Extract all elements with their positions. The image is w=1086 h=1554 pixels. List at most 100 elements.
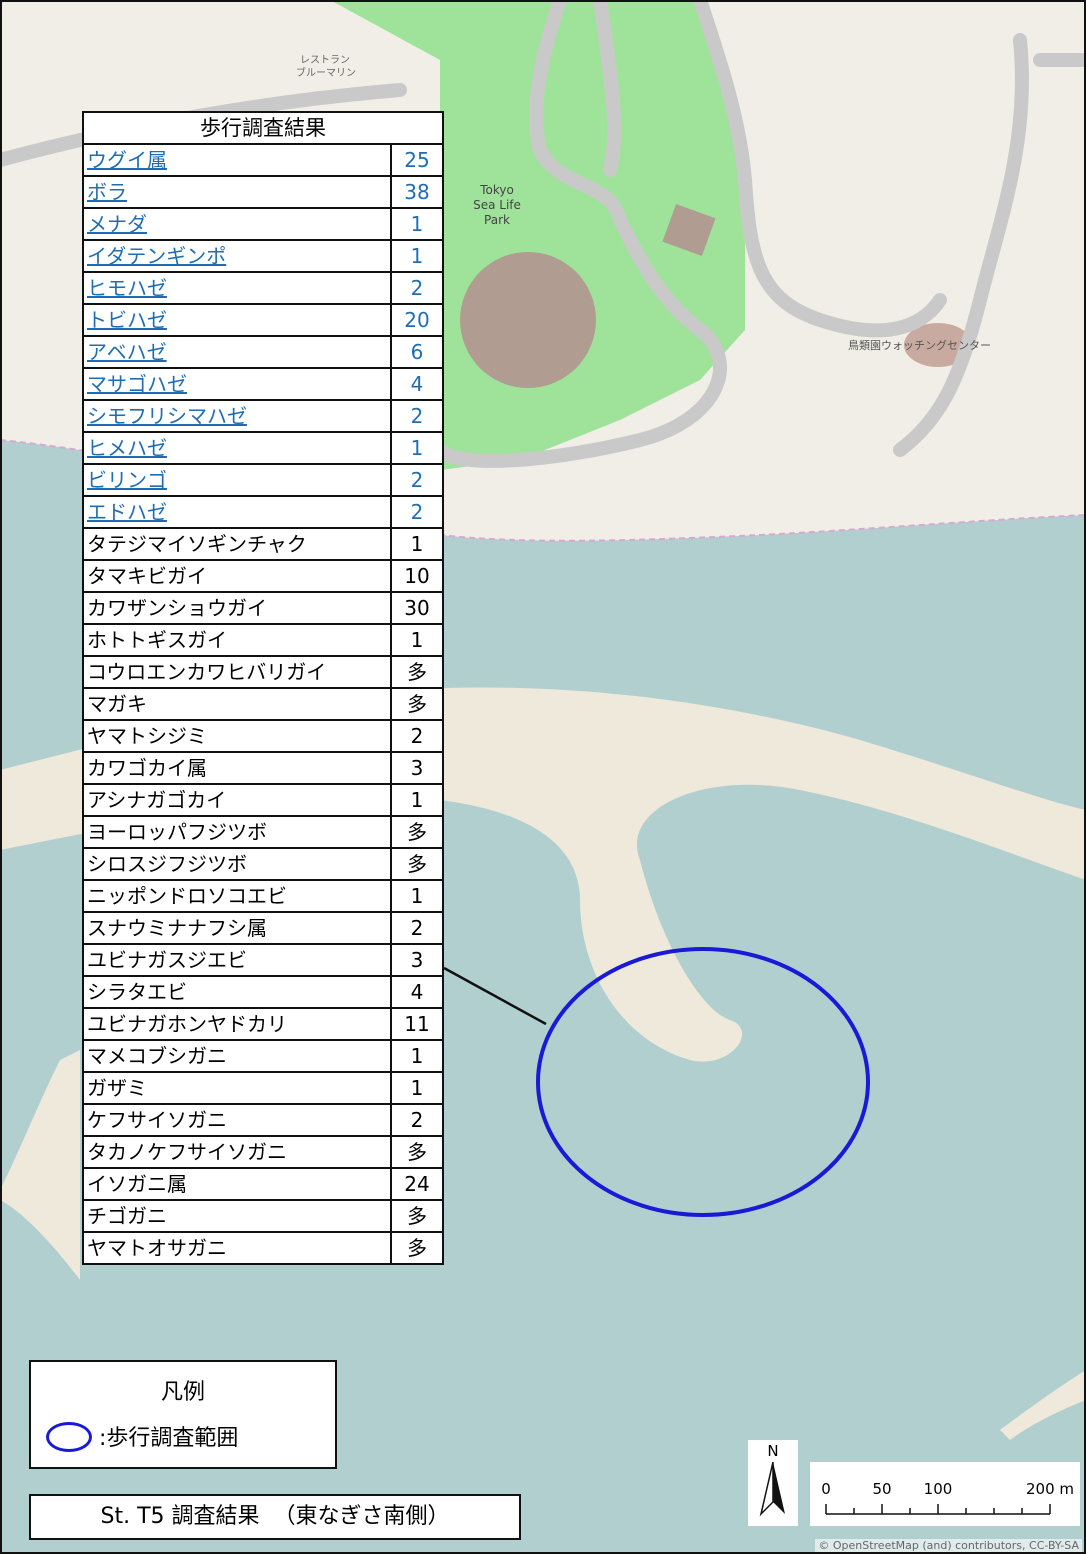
north-label: N (767, 1442, 778, 1460)
species-name: ホトトギスガイ (82, 623, 392, 657)
legend-item-label: :歩行調査範囲 (99, 1426, 239, 1451)
species-count: 24 (390, 1167, 444, 1201)
species-name: ヒメハゼ (82, 431, 392, 465)
north-arrow-left (759, 1461, 774, 1517)
species-count: 6 (390, 335, 444, 369)
species-name: ニッポンドロソコエビ (82, 879, 392, 913)
table-row: ヤマトオサガニ多 (82, 1231, 444, 1265)
table-row: タカノケフサイソガニ多 (82, 1135, 444, 1169)
species-count: 1 (390, 1039, 444, 1073)
species-count: 1 (390, 879, 444, 913)
species-count: 1 (390, 239, 444, 273)
species-count: 2 (390, 495, 444, 529)
species-count: 2 (390, 1103, 444, 1137)
map-attribution: © OpenStreetMap (and) contributors, CC-B… (815, 1539, 1082, 1552)
species-name: タカノケフサイソガニ (82, 1135, 392, 1169)
species-count: 4 (390, 367, 444, 401)
table-row: ヨーロッパフジツボ多 (82, 815, 444, 849)
park-building (460, 252, 596, 388)
species-name: シモフリシマハゼ (82, 399, 392, 433)
species-count: 4 (390, 975, 444, 1009)
species-name: ユビナガスジエビ (82, 943, 392, 977)
scale-tick-200: 200 m (1026, 1480, 1074, 1498)
species-count: 多 (390, 687, 444, 721)
park-building-small (662, 204, 716, 256)
restaurant-label-line2: ブルーマリン (296, 66, 356, 79)
species-name: ユビナガホンヤドカリ (82, 1007, 392, 1041)
species-name: シロスジフジツボ (82, 847, 392, 881)
species-count: 1 (390, 207, 444, 241)
sand-flat-east (1000, 1370, 1086, 1440)
bird-center-building (904, 323, 972, 367)
bird-center-label: 鳥類園ウォッチングセンター (848, 338, 991, 352)
species-name: タマキビガイ (82, 559, 392, 593)
park-area (330, 0, 745, 470)
table-row: マガキ多 (82, 687, 444, 721)
species-count: 多 (390, 847, 444, 881)
park-label-line3: Park (484, 213, 510, 227)
species-name: チゴガニ (82, 1199, 392, 1233)
species-count: 多 (390, 1231, 444, 1265)
survey-area-ellipse (536, 947, 870, 1217)
species-name: シラタエビ (82, 975, 392, 1009)
species-name: エドハゼ (82, 495, 392, 529)
species-name: スナウミナナフシ属 (82, 911, 392, 945)
species-count: 1 (390, 783, 444, 817)
species-name: ウグイ属 (82, 143, 392, 177)
table-row: チゴガニ多 (82, 1199, 444, 1233)
species-count: 2 (390, 911, 444, 945)
legend: 凡例 :歩行調査範囲 (29, 1360, 337, 1469)
north-arrow: N (748, 1440, 798, 1526)
map-caption: St. T5 調査結果 （東なぎさ南側） (29, 1494, 521, 1540)
species-count: 2 (390, 719, 444, 753)
scale-line (825, 1504, 1051, 1515)
scale-tick-50: 50 (872, 1480, 891, 1498)
park-label-line1: Tokyo (479, 183, 514, 197)
species-name: カワザンショウガイ (82, 591, 392, 625)
species-name: ヤマトオサガニ (82, 1231, 392, 1265)
species-name: アシナガゴカイ (82, 783, 392, 817)
species-name: マサゴハゼ (82, 367, 392, 401)
species-name: ヒモハゼ (82, 271, 392, 305)
species-name: アベハゼ (82, 335, 392, 369)
species-name: ビリンゴ (82, 463, 392, 497)
species-name: マガキ (82, 687, 392, 721)
species-name: イダテンギンポ (82, 239, 392, 273)
table-row: コウロエンカワヒバリガイ多 (82, 655, 444, 689)
table-title: 歩行調査結果 (82, 111, 444, 145)
table-row: シロスジフジツボ多 (82, 847, 444, 881)
species-count: 20 (390, 303, 444, 337)
species-count: 2 (390, 271, 444, 305)
species-count: 1 (390, 431, 444, 465)
species-name: トビハゼ (82, 303, 392, 337)
species-count: 1 (390, 623, 444, 657)
species-count: 2 (390, 399, 444, 433)
species-name: マメコブシガニ (82, 1039, 392, 1073)
species-name: タテジマイソギンチャク (82, 527, 392, 561)
species-name: ガザミ (82, 1071, 392, 1105)
species-name: ヨーロッパフジツボ (82, 815, 392, 849)
species-count: 多 (390, 1135, 444, 1169)
scale-tick-0: 0 (821, 1480, 831, 1498)
scale-bar: 0 50 100 200 m (810, 1462, 1080, 1526)
species-count: 3 (390, 751, 444, 785)
coastline (0, 439, 1086, 542)
